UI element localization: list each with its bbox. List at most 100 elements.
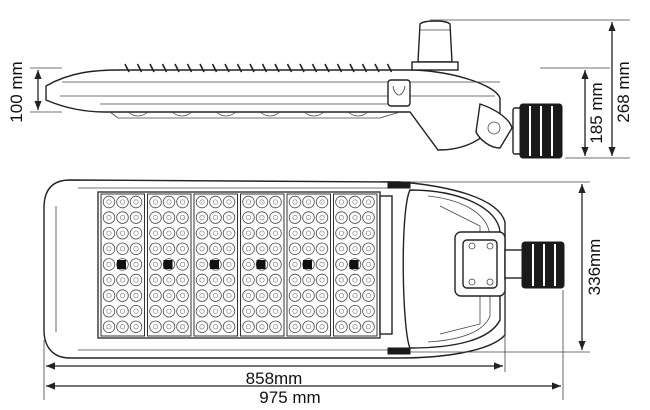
- led-lens: [335, 273, 348, 287]
- led-lens: [315, 226, 329, 240]
- led-lens: [162, 289, 176, 302]
- fin: [249, 63, 255, 73]
- led-driver-chip: [256, 260, 266, 269]
- led-lens: [222, 258, 236, 271]
- led-lens: [288, 211, 302, 224]
- fin: [336, 63, 343, 73]
- led-lens: [302, 211, 315, 224]
- led-lens: [149, 305, 162, 318]
- led-lens: [102, 195, 116, 209]
- led-lens: [195, 289, 209, 302]
- led-lens: [302, 273, 315, 287]
- led-lens: [288, 320, 302, 334]
- led-lens: [102, 211, 116, 224]
- led-lens: [255, 242, 269, 256]
- led-lens: [176, 305, 189, 318]
- led-lens: [162, 305, 176, 318]
- led-lens: [129, 273, 143, 287]
- fin: [199, 63, 205, 73]
- led-lens: [149, 273, 162, 287]
- fin: [149, 63, 155, 73]
- led-driver-chip: [349, 260, 359, 269]
- led-lens: [116, 242, 129, 256]
- led-lens: [315, 273, 329, 287]
- lens-bump: [303, 111, 325, 117]
- fin: [136, 63, 143, 73]
- led-lens: [288, 273, 302, 287]
- lens-bump: [171, 111, 193, 117]
- led-lens: [129, 305, 143, 318]
- led-lens: [335, 242, 348, 256]
- led-lens: [348, 195, 362, 209]
- led-lens: [362, 273, 375, 287]
- led-lens: [222, 305, 236, 318]
- led-lens: [149, 258, 162, 271]
- led-lens: [335, 305, 348, 318]
- led-lens: [162, 273, 176, 287]
- led-lens: [288, 226, 302, 240]
- led-lens: [116, 273, 129, 287]
- led-lens: [162, 226, 176, 240]
- led-lens: [362, 226, 375, 240]
- led-lens: [149, 195, 162, 209]
- led-lens: [242, 289, 255, 302]
- led-lens: [209, 226, 222, 240]
- led-lens: [129, 289, 143, 302]
- lens-bumps: [127, 111, 369, 117]
- led-lens: [255, 195, 269, 209]
- led-lens: [288, 258, 302, 271]
- led-lens: [315, 305, 329, 318]
- led-lens: [242, 273, 255, 287]
- led-lens: [195, 211, 209, 224]
- led-lens: [315, 320, 329, 334]
- led-lens: [242, 320, 255, 334]
- fin: [324, 63, 330, 73]
- led-lens: [209, 211, 222, 224]
- fin: [361, 63, 368, 73]
- led-lens: [335, 320, 348, 334]
- led-lens: [116, 211, 129, 224]
- led-driver-chip: [303, 260, 312, 269]
- led-lens: [255, 320, 269, 334]
- led-lens: [348, 289, 362, 302]
- led-driver-chip: [210, 260, 219, 269]
- led-module: [286, 193, 331, 337]
- led-lens: [162, 211, 176, 224]
- latch: [387, 79, 411, 107]
- led-lens: [222, 211, 236, 224]
- led-lens: [335, 226, 348, 240]
- led-lens: [242, 195, 255, 209]
- led-lens: [255, 289, 269, 302]
- led-lens: [162, 195, 176, 209]
- fin: [261, 63, 268, 73]
- led-lens: [302, 289, 315, 302]
- led-lens: [348, 273, 362, 287]
- fin: [186, 63, 193, 73]
- led-driver-chip: [117, 260, 126, 269]
- led-lens: [269, 305, 282, 318]
- led-lens: [348, 226, 362, 240]
- led-lens: [116, 320, 129, 334]
- led-lens: [255, 258, 269, 271]
- led-lens: [116, 226, 129, 240]
- led-lens: [195, 320, 209, 334]
- led-lens: [209, 258, 222, 271]
- led-lens: [362, 211, 375, 224]
- dim-label-975: 975 mm: [259, 388, 320, 407]
- led-lens: [302, 305, 315, 318]
- led-lens: [162, 242, 176, 256]
- led-lens: [335, 258, 348, 271]
- led-lens: [149, 320, 162, 334]
- led-lens: [129, 258, 143, 271]
- fin: [299, 63, 305, 73]
- led-lens: [102, 320, 116, 334]
- led-lens: [102, 258, 116, 271]
- fin: [236, 63, 243, 73]
- led-lens: [269, 320, 282, 334]
- led-lens: [269, 242, 282, 256]
- top-bracket: [387, 181, 411, 189]
- led-lens: [222, 273, 236, 287]
- led-lens: [129, 242, 143, 256]
- fin: [174, 63, 180, 73]
